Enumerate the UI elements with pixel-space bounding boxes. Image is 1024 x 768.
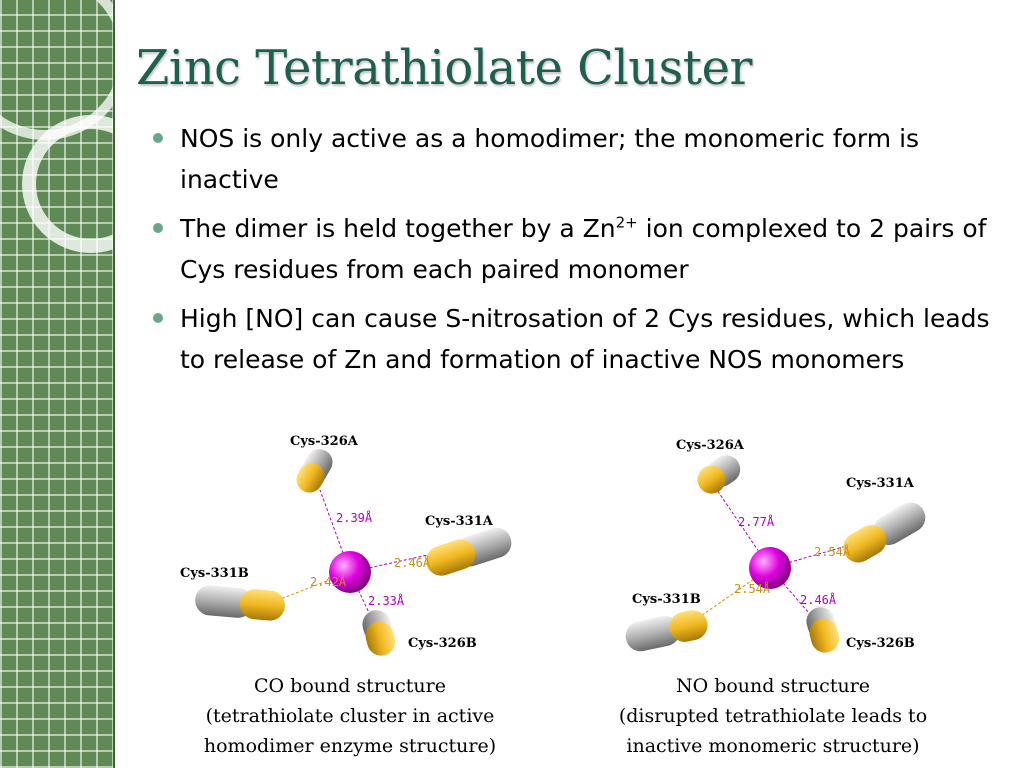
- bullet-list: NOS is only active as a homodimer; the m…: [150, 118, 1000, 388]
- no-bound-structure-figure: Cys-326A Cys-331A Cys-331B Cys-326B 2.77…: [610, 425, 970, 665]
- caption-line: (disrupted tetrathiolate leads to: [618, 705, 928, 727]
- sidebar-border: [113, 0, 115, 768]
- caption-line: NO bound structure: [675, 675, 871, 697]
- bond-line: [349, 554, 429, 573]
- residue-label: Cys-331A: [425, 514, 494, 529]
- bullet-dot-icon: [153, 313, 163, 323]
- distance-label: 2.46Å: [800, 592, 837, 607]
- residue-label: Cys-326A: [676, 438, 745, 453]
- distance-label: 2.33Å: [368, 593, 405, 608]
- superscript-charge: 2+: [615, 213, 638, 232]
- cys-326b-residue: [806, 607, 840, 653]
- residue-label: Cys-331B: [180, 566, 249, 581]
- distance-label: 2.46Å: [394, 555, 431, 570]
- decorative-grid-sidebar: [0, 0, 113, 768]
- slide-title: Zinc Tetrathiolate Cluster: [136, 40, 752, 96]
- distance-label: 2.39Å: [336, 510, 373, 525]
- caption-line: CO bound structure: [254, 675, 446, 697]
- no-bound-caption: NO bound structure (disrupted tetrathiol…: [603, 671, 943, 761]
- no-bound-molecule-diagram: Cys-326A Cys-331A Cys-331B Cys-326B 2.77…: [625, 438, 926, 653]
- cys-326b-residue: [362, 610, 396, 656]
- residue-label: Cys-331A: [846, 476, 915, 491]
- residue-label: Cys-326B: [408, 636, 477, 651]
- caption-line: homodimer enzyme structure): [203, 735, 497, 757]
- distance-label: 2.54Å: [814, 544, 851, 559]
- cys-331a-residue: [843, 502, 926, 563]
- co-bound-molecule-diagram: Cys-326A Cys-331A Cys-331B Cys-326B 2.39…: [180, 434, 512, 656]
- zinc-atom: [749, 547, 791, 589]
- co-bound-caption: CO bound structure (tetrathiolate cluste…: [180, 671, 520, 761]
- cys-326a-residue: [296, 449, 333, 493]
- bullet-item: NOS is only active as a homodimer; the m…: [150, 118, 1000, 200]
- cys-326a-residue: [697, 455, 741, 494]
- bullet-item: High [NO] can cause S-nitrosation of 2 C…: [150, 298, 1000, 380]
- distance-label: 2.42Å: [310, 574, 347, 589]
- bullet-text-start: The dimer is held together by a Zn: [180, 214, 616, 243]
- bullet-dot-icon: [153, 133, 163, 143]
- cys-331b-residue: [625, 610, 708, 652]
- bullet-dot-icon: [153, 223, 163, 233]
- residue-label: Cys-331B: [632, 592, 701, 607]
- bullet-text: High [NO] can cause S-nitrosation of 2 C…: [180, 304, 990, 374]
- co-bound-structure-figure: Cys-326A Cys-331A Cys-331B Cys-326B 2.39…: [160, 425, 540, 665]
- residue-label: Cys-326B: [846, 636, 915, 651]
- distance-label: 2.77Å: [738, 514, 775, 529]
- cys-331b-residue: [195, 585, 285, 621]
- bond-line: [769, 544, 851, 569]
- bullet-item: The dimer is held together by a Zn2+ ion…: [150, 208, 1000, 290]
- caption-line: inactive monomeric structure): [626, 735, 920, 757]
- bullet-text: NOS is only active as a homodimer; the m…: [180, 124, 920, 194]
- bullet-text-end: ion complexed to 2 pairs of Cys residues…: [180, 214, 987, 284]
- bond-line: [319, 489, 351, 573]
- residue-label: Cys-326A: [290, 434, 359, 449]
- zinc-atom: [329, 551, 371, 593]
- caption-line: (tetrathiolate cluster in active: [205, 705, 495, 727]
- cys-331a-residue: [426, 527, 512, 576]
- distance-label: 2.54Å: [734, 581, 771, 596]
